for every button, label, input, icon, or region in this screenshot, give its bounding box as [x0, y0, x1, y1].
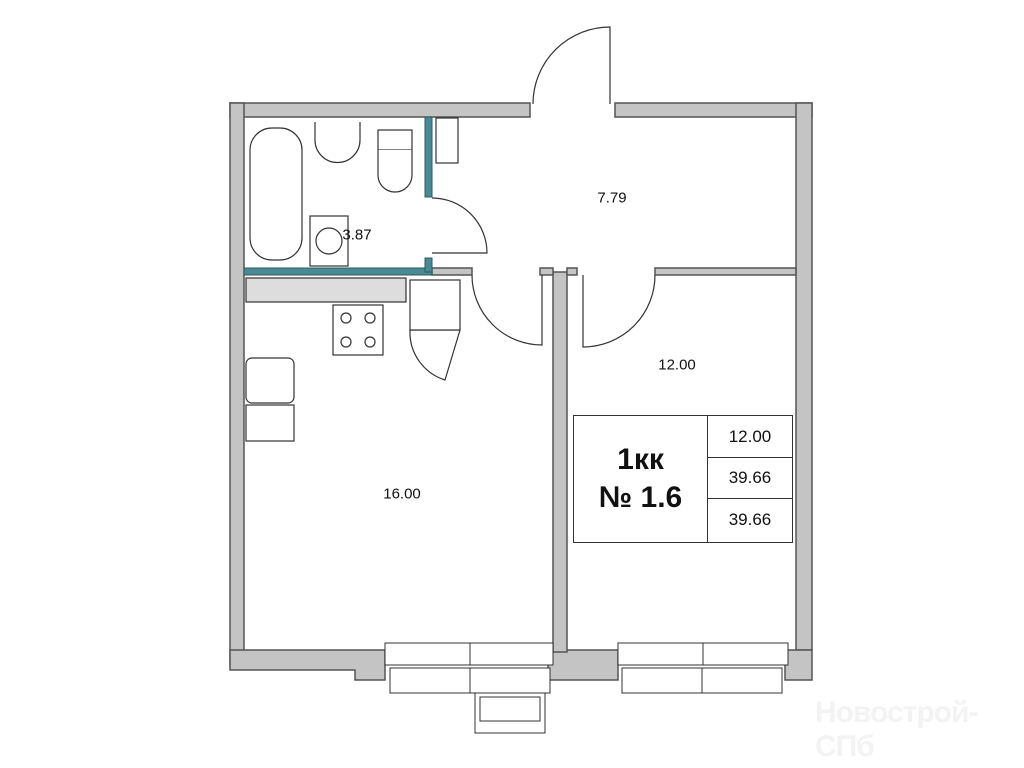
window — [384, 642, 471, 666]
burner — [340, 312, 352, 324]
fridge — [409, 279, 461, 331]
room-area-bedroom: 12.00 — [658, 356, 696, 374]
apartment-number: № 1.6 — [598, 481, 683, 514]
wall-bottom-mid — [547, 649, 619, 681]
apartment-type: 1кк — [617, 443, 664, 476]
kitchen-door — [471, 274, 543, 346]
wall-bottom-left — [229, 649, 386, 681]
apartment-title: 1кк № 1.6 — [574, 416, 708, 542]
bedroom-door — [582, 274, 656, 348]
fixtures — [245, 117, 461, 442]
window — [617, 642, 704, 666]
wall-corridor-bedroom-b — [654, 267, 797, 276]
wall-bottom-right — [784, 649, 813, 681]
wall-top-right — [614, 102, 813, 118]
bathroom-door — [431, 197, 488, 254]
burner — [364, 336, 376, 348]
stove — [332, 304, 384, 356]
window-sill — [701, 667, 783, 694]
burner — [340, 336, 352, 348]
wall-right — [795, 102, 813, 651]
balcony-door-inner — [479, 696, 541, 722]
wall-kitchen-corridor-b — [539, 267, 554, 276]
doors — [409, 26, 656, 381]
wardrobe — [435, 117, 459, 164]
outer-walls — [229, 102, 813, 681]
total-area-value-2: 39.66 — [728, 509, 772, 529]
total-area-value: 39.66 — [708, 457, 792, 499]
wall-top-left — [229, 102, 531, 118]
window-sill — [389, 667, 471, 694]
dishwasher — [245, 404, 295, 442]
watermark: Новострой-СПб — [815, 696, 978, 763]
bathroom-walls — [243, 116, 433, 276]
washing-drum — [315, 227, 343, 255]
toilet-tank — [377, 129, 413, 151]
kitchen-sink — [245, 357, 295, 404]
bath-wall-horizontal — [243, 267, 433, 276]
room-area-corridor: 7.79 — [597, 189, 627, 207]
bath-wall-vertical-top — [424, 116, 433, 198]
bathtub — [249, 127, 303, 261]
wall-left — [229, 102, 245, 666]
apartment-info-table: 1кк № 1.6 12.00 39.66 39.66 — [573, 415, 793, 543]
toilet-bowl — [377, 150, 413, 193]
window — [469, 642, 554, 666]
closet-door — [409, 329, 461, 381]
window — [702, 642, 789, 666]
entrance-door — [532, 26, 611, 105]
room-area-bathroom: 3.87 — [342, 226, 372, 244]
burner — [364, 312, 376, 324]
wall-corridor-bedroom-a — [566, 267, 578, 276]
bath-wall-vertical-bottom — [424, 257, 433, 273]
window-sill — [469, 667, 551, 694]
counter — [245, 277, 407, 303]
sink — [314, 122, 361, 164]
window-sill — [621, 667, 703, 694]
windows — [384, 642, 789, 734]
living-area-value: 12.00 — [708, 416, 792, 458]
room-area-kitchen: 16.00 — [383, 485, 421, 503]
wall-kitchen-bedroom — [552, 271, 568, 653]
wall-kitchen-corridor — [431, 267, 473, 276]
